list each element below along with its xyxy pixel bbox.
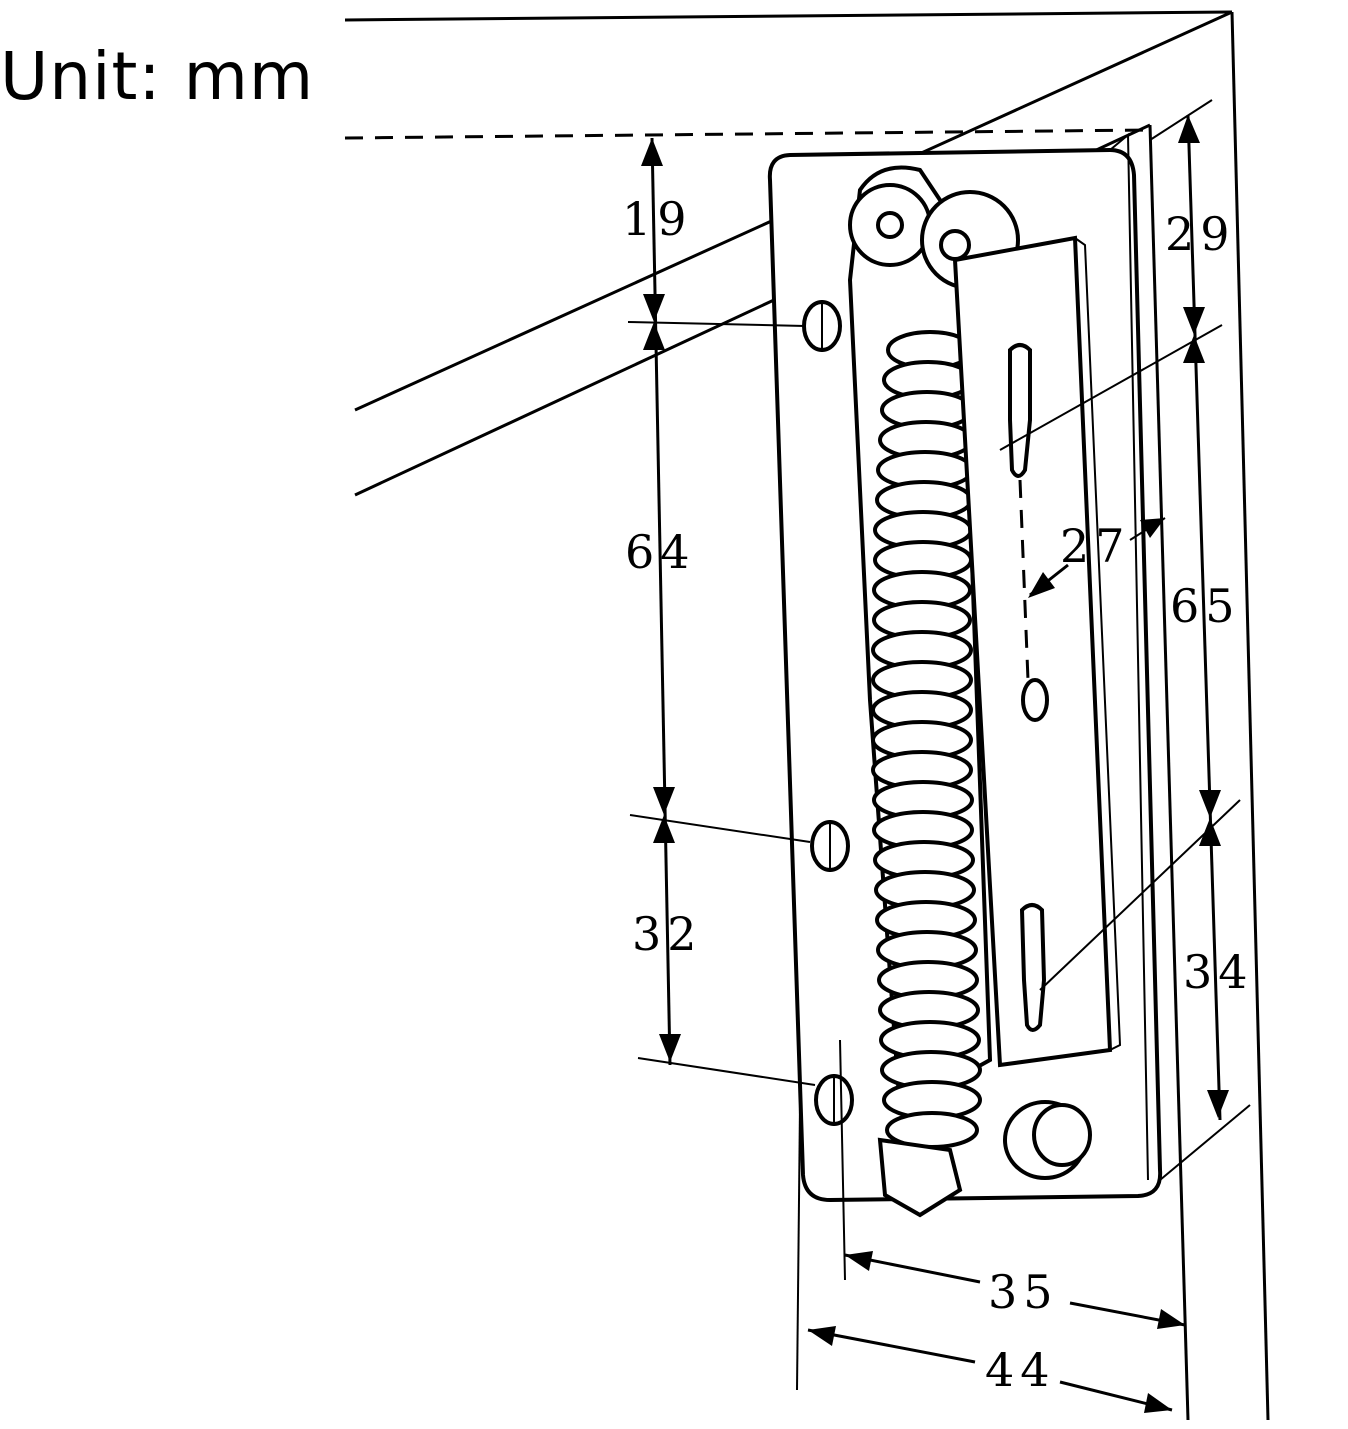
middle-hole [1021, 678, 1049, 722]
dim-label-19: 19 [622, 192, 693, 246]
dim-label-65: 65 [1170, 579, 1241, 633]
dim-label-29: 29 [1165, 207, 1236, 261]
dim-label-32: 32 [632, 907, 703, 961]
bottom-dimension-lines [796, 1039, 1186, 1413]
side-bracket [952, 235, 1122, 1180]
dim-label-44: 44 [985, 1343, 1056, 1397]
lower-keyhole [1019, 903, 1047, 1032]
right-dimension-chain [999, 99, 1251, 1181]
dim-label-34: 34 [1183, 945, 1254, 999]
unit-label: Unit: mm [0, 38, 315, 115]
spring [871, 330, 982, 1218]
lower-hook [877, 1137, 963, 1218]
dim-label-64: 64 [625, 525, 696, 579]
dim-label-35: 35 [988, 1265, 1059, 1319]
upper-keyhole [1008, 343, 1032, 478]
left-dimension-chain [627, 137, 816, 1086]
dim-label-27: 27 [1060, 519, 1131, 573]
screw-holes [802, 300, 854, 1126]
